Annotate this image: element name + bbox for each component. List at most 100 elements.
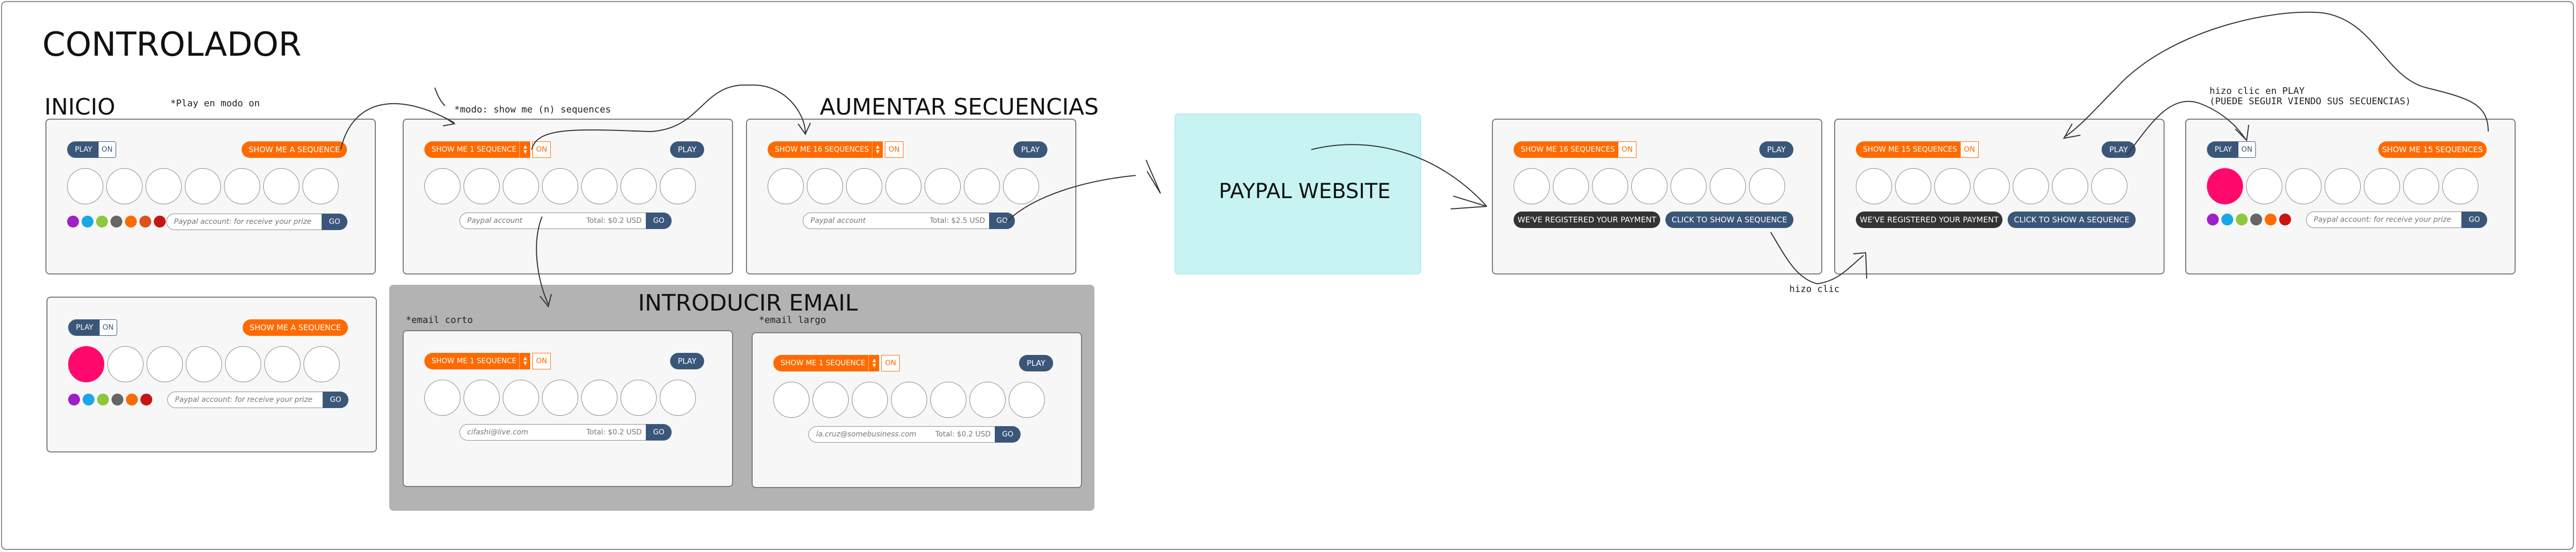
circle bbox=[106, 168, 142, 204]
color-dot[interactable] bbox=[68, 394, 80, 405]
go-button[interactable]: GO bbox=[995, 426, 1021, 443]
color-dot[interactable] bbox=[2207, 214, 2219, 225]
color-dot[interactable] bbox=[2265, 214, 2277, 225]
sequence-selector[interactable]: SHOW ME 1 SEQUENCE▲▼ON bbox=[773, 355, 900, 371]
spinner-icon[interactable]: ▲▼ bbox=[519, 353, 531, 369]
play-button[interactable]: PLAY bbox=[670, 353, 704, 369]
show-sequence-button[interactable]: SHOW ME A SEQUENCE bbox=[242, 141, 347, 158]
go-button[interactable]: GO bbox=[646, 424, 672, 441]
click-to-show-button[interactable]: CLICK TO SHOW A SEQUENCE bbox=[2008, 212, 2136, 228]
play-button[interactable]: PLAY bbox=[1019, 355, 1053, 371]
color-dot[interactable] bbox=[139, 216, 151, 228]
arrow-15-to-play bbox=[2126, 101, 2246, 155]
color-dot[interactable] bbox=[2250, 214, 2262, 225]
circle bbox=[224, 168, 260, 204]
color-dot[interactable] bbox=[154, 216, 166, 228]
sequence-circles bbox=[67, 168, 339, 204]
circle bbox=[891, 382, 927, 418]
circle bbox=[885, 168, 921, 204]
main-title: CONTROLADOR bbox=[42, 26, 301, 64]
go-button[interactable]: GO bbox=[323, 392, 348, 408]
go-button[interactable]: GO bbox=[322, 214, 347, 230]
show-sequence-button[interactable]: SHOW ME A SEQUENCE bbox=[243, 319, 348, 336]
show-15-button[interactable]: SHOW ME 15 SEQUENCES bbox=[2378, 141, 2487, 158]
arrowhead bbox=[1853, 252, 1867, 279]
play-label: PLAY bbox=[69, 320, 100, 335]
circle bbox=[503, 380, 539, 416]
play-button[interactable]: PLAY bbox=[670, 141, 704, 158]
circle bbox=[846, 168, 882, 204]
sequence-label: SHOW ME 1 SEQUENCE bbox=[424, 353, 520, 369]
on-label: ON bbox=[532, 353, 551, 369]
spinner-icon[interactable]: ▲▼ bbox=[519, 141, 531, 158]
color-dot[interactable] bbox=[82, 216, 93, 228]
click-to-show-button[interactable]: CLICK TO SHOW A SEQUENCE bbox=[1665, 212, 1793, 228]
circle bbox=[542, 380, 578, 416]
panel-email-long: SHOW ME 1 SEQUENCE▲▼ON PLAY la.cruz@some… bbox=[752, 332, 1082, 488]
on-label: ON bbox=[1618, 141, 1636, 158]
registered-payment-button: WE'VE REGISTERED YOUR PAYMENT bbox=[1856, 212, 2002, 228]
note-hizo-clic-play: hizo clic en PLAY bbox=[2209, 86, 2305, 96]
circle bbox=[2285, 168, 2321, 204]
sequence-circles bbox=[68, 346, 340, 382]
color-dots bbox=[67, 216, 166, 228]
color-dot[interactable] bbox=[110, 216, 122, 228]
spinner-icon[interactable]: ▲▼ bbox=[868, 355, 880, 371]
color-dot[interactable] bbox=[125, 216, 137, 228]
circle bbox=[773, 382, 809, 418]
circle bbox=[1631, 168, 1667, 204]
play-button[interactable]: PLAY bbox=[1759, 141, 1793, 158]
paypal-placeholder: Paypal account: for receive your prize bbox=[2314, 216, 2452, 224]
go-button[interactable]: GO bbox=[989, 213, 1015, 229]
color-dot[interactable] bbox=[96, 216, 108, 228]
sequence-selector[interactable]: SHOW ME 1 SEQUENCE▲▼ON bbox=[424, 141, 551, 158]
color-dot[interactable] bbox=[2221, 214, 2233, 225]
play-button[interactable]: PLAY bbox=[1013, 141, 1047, 158]
panel-email-short: SHOW ME 1 SEQUENCE▲▼ON PLAY cifashi@live… bbox=[403, 330, 733, 487]
arrow-play-to-15 bbox=[2064, 11, 2489, 137]
paypal-input[interactable]: Paypal account: for receive your prize GO bbox=[2306, 212, 2487, 228]
play-button[interactable]: PLAY bbox=[2102, 141, 2136, 158]
color-dot[interactable] bbox=[97, 394, 109, 405]
go-button[interactable]: GO bbox=[646, 213, 672, 229]
color-dot[interactable] bbox=[67, 216, 79, 228]
color-dot[interactable] bbox=[83, 394, 94, 405]
paypal-placeholder: Paypal account bbox=[810, 217, 866, 225]
heading-aumentar: AUMENTAR SECUENCIAS bbox=[820, 94, 1099, 120]
scribble bbox=[434, 87, 446, 106]
color-dot[interactable] bbox=[112, 394, 123, 405]
color-dot[interactable] bbox=[2236, 214, 2248, 225]
spinner-icon[interactable]: ▲▼ bbox=[872, 141, 883, 158]
circle bbox=[424, 168, 460, 204]
color-dot[interactable] bbox=[2279, 214, 2291, 225]
circle bbox=[2091, 168, 2127, 204]
color-dot[interactable] bbox=[140, 394, 152, 405]
paypal-input[interactable]: Paypal account Total: $2.5 USD GO bbox=[803, 213, 1015, 229]
heading-inicio: INICIO bbox=[44, 94, 116, 120]
arrow-paypal-to-registered bbox=[1311, 144, 1487, 207]
total-label: Total: $2.5 USD bbox=[929, 217, 985, 225]
circle bbox=[2403, 168, 2439, 204]
on-label: ON bbox=[98, 142, 116, 157]
color-dot[interactable] bbox=[126, 394, 138, 405]
sequence-selector[interactable]: SHOW ME 1 SEQUENCE▲▼ON bbox=[424, 353, 551, 369]
on-label: ON bbox=[1960, 141, 1979, 158]
circle bbox=[2364, 168, 2400, 204]
paypal-website-label: PAYPAL WEBSITE bbox=[1219, 180, 1391, 203]
heading-introducir: INTRODUCIR EMAIL bbox=[638, 290, 858, 316]
circle bbox=[147, 346, 183, 382]
go-button[interactable]: GO bbox=[2461, 212, 2487, 228]
total-label: Total: $0.2 USD bbox=[586, 428, 642, 436]
sequence-selector[interactable]: SHOW ME 16 SEQUENCES▲▼ON bbox=[768, 141, 903, 158]
